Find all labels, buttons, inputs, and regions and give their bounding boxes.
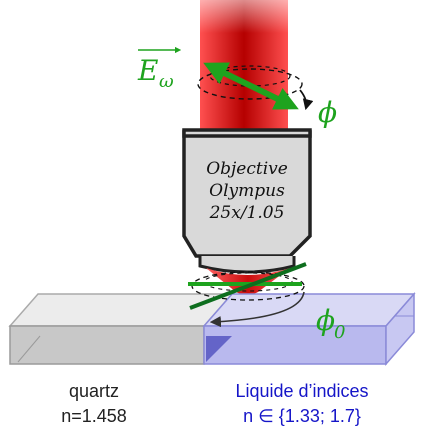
objective-label-line2: Olympus	[209, 181, 285, 201]
liquid-region	[202, 292, 416, 366]
right-material-label: Liquide d’indices	[235, 381, 368, 401]
left-index-label: n=1.458	[61, 406, 127, 426]
phi0-arrow	[209, 291, 305, 328]
field-label-omega: ω	[159, 71, 174, 92]
objective-label-line1: Objective	[206, 159, 288, 179]
right-index-label: n ∈ {1.33; 1.7}	[243, 406, 361, 426]
focused-beam-cone	[206, 268, 290, 295]
field-label-e: E	[137, 54, 158, 87]
objective-label-line3: 25x/1.05	[209, 203, 285, 223]
rotated-axis-bar	[189, 262, 307, 310]
angle-label-phi0-main: ϕ	[316, 304, 335, 337]
angle-label-phi0-sub: 0	[334, 322, 345, 343]
field-label: E ω	[137, 46, 182, 92]
angle-label-phi: ϕ	[318, 96, 337, 129]
angle-label-phi0: ϕ 0	[316, 304, 345, 343]
field-vector-arrow	[203, 62, 299, 110]
objective-lens: Objective Olympus 25x/1.05	[182, 128, 312, 274]
left-material-label: quartz	[69, 381, 119, 401]
rotation-arrow	[299, 89, 314, 111]
